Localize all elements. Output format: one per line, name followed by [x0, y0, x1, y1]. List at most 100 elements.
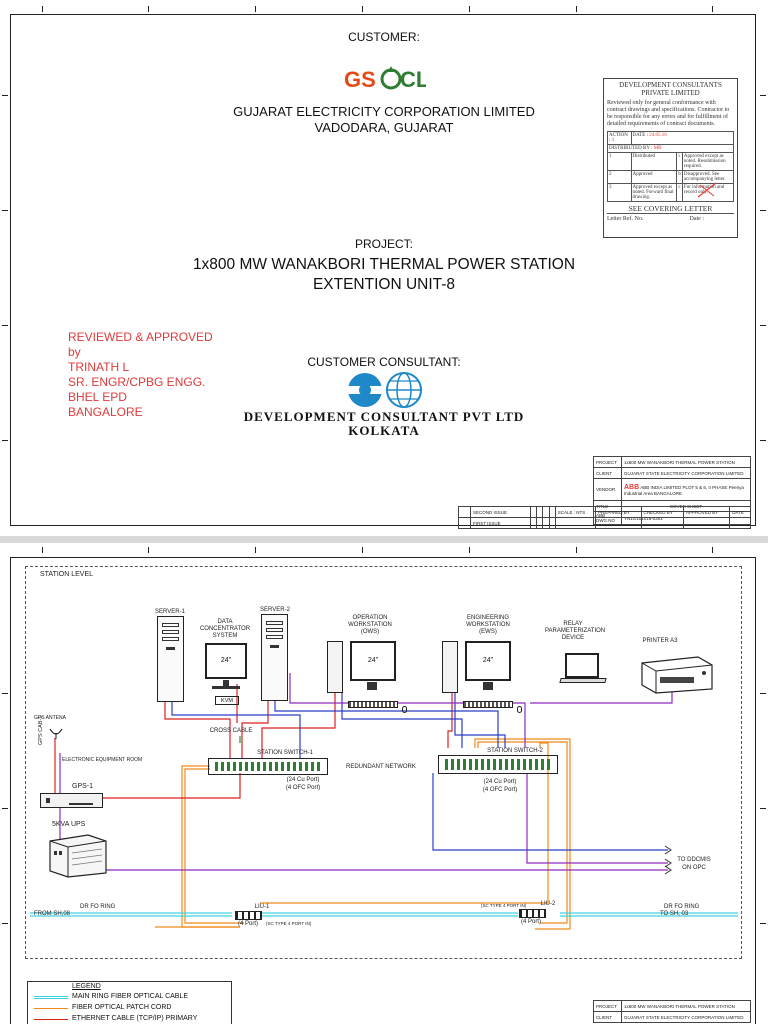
- rev-desc: FIRST ISSUE: [470, 517, 531, 529]
- stamp-table: ACTION : 3 DATE : 24.05.16 DISTRIBUTED B…: [607, 131, 735, 202]
- gps-antenna-icon: [48, 723, 64, 739]
- stamp-body: Reviewed only for general conformance wi…: [607, 100, 730, 127]
- vendor-address: ABB INDIA LIMITED PLOT 5 & 6, II PHASE P…: [624, 484, 744, 496]
- ows-monitor: 24": [350, 641, 396, 681]
- ews-stand: [483, 682, 493, 690]
- stamp-date-value: 24.05.16: [649, 133, 667, 138]
- review-line: SR. ENGR/CPBG ENGG.: [68, 375, 206, 389]
- gps-antenna-label: GPS ANTENA: [34, 715, 66, 721]
- review-block: REVIEWED & APPROVED by TRINATH L SR. ENG…: [68, 330, 213, 420]
- vendor-logo: ABB: [624, 483, 640, 491]
- on-opc-label: ON OPC: [682, 865, 706, 871]
- stamp-cell: Approved except as noted. Resubmission r…: [681, 152, 735, 171]
- ews-tower: [442, 641, 458, 693]
- laptop-screen: [565, 653, 599, 678]
- stamp-distributed-value: MB: [653, 146, 662, 151]
- ews-keyboard: [463, 701, 513, 708]
- rev-desc: SECOND ISSUE: [470, 506, 531, 518]
- tb-scale: SCALE : NTS: [554, 506, 597, 518]
- legend-title: LEGEND: [72, 983, 101, 990]
- monitor-stand: [223, 680, 229, 686]
- stamp-cell: Approved: [630, 170, 678, 184]
- network-sheet: STATION LEVEL: [0, 543, 768, 1024]
- tb-value: GUJARAT STATE ELECTRICITY CORPORATION LI…: [621, 467, 751, 479]
- dcpl-logo: [346, 371, 424, 409]
- switch-2-cu-port: (24 Cu Port): [483, 779, 517, 785]
- drawing-frame: [10, 14, 756, 526]
- ups-label: 5KVA UPS: [52, 821, 86, 828]
- dcs-monitor: 24": [205, 643, 247, 679]
- from-sh-label: FROM SH,08: [34, 911, 71, 917]
- tb-value: GUJARAT STATE ELECTRICITY CORPORATION LI…: [621, 1011, 751, 1023]
- tb-label: PROJECT: [593, 1000, 622, 1012]
- legend-item: MAIN RING FIBER OPTICAL CABLE: [72, 993, 189, 1000]
- cross-cable-label: CROSS CABLE: [209, 728, 253, 734]
- switch-1-label: STATION SWITCH-1: [257, 750, 313, 756]
- liu-2: [519, 909, 546, 918]
- stamp-cell: Approved except as noted. Forward final …: [630, 183, 678, 202]
- gsecl-logo: GS CL: [342, 58, 429, 98]
- ews-monitor: 24": [465, 641, 511, 681]
- ews-mouse-icon: [517, 706, 522, 713]
- approval-stamp: DEVELOPMENT CONSULTANTS PRIVATE LIMITED …: [603, 78, 738, 238]
- gps-1-device: [40, 793, 103, 808]
- server-2-label: SERVER-2: [260, 607, 290, 613]
- review-line: REVIEWED & APPROVED: [68, 330, 213, 344]
- stamp-distributed-label: DISTRIBUTED BY :: [609, 146, 653, 151]
- tb-checked: CHECKED BY: [640, 506, 685, 518]
- drawing-frame: [10, 557, 756, 1024]
- liu-2-ports: (4 Port): [520, 919, 541, 925]
- server-2: [261, 614, 288, 701]
- cover-sheet: CUSTOMER: GS CL GUJARAT ELECTRICITY CORP…: [0, 0, 768, 536]
- to-ddcmis-label: TO DDCMIS: [677, 857, 711, 863]
- tb-label: CLIENT: [593, 467, 622, 479]
- customer-city: VADODARA, GUJARAT: [314, 120, 454, 135]
- review-line: by: [68, 345, 81, 359]
- liu-2-label: LIU-2: [540, 901, 556, 907]
- legend-item: FIBER OPTICAL PATCH CORD: [72, 1004, 172, 1011]
- monitor-base: [212, 686, 240, 689]
- project-line-2: EXTENTION UNIT-8: [312, 276, 456, 293]
- stamp-subtitle: PRIVATE LIMITED: [641, 89, 700, 97]
- ows-label: OPERATION WORKSTATION (OWS): [348, 615, 392, 635]
- switch-1-ofc-port: (4 OFC Port): [285, 785, 321, 791]
- server-1: [157, 616, 184, 702]
- stamp-title: DEVELOPMENT CONSULTANTS: [619, 81, 722, 89]
- printer: [638, 649, 716, 694]
- tb-date: DATE: [729, 506, 751, 518]
- electronic-room-label: ELECTRONIC EQUIPMENT ROOM: [62, 757, 143, 763]
- printer-label: PRINTER A3: [642, 638, 678, 644]
- ews-label: ENGINEERING WORKSTATION (EWS): [466, 615, 510, 635]
- project-line-1: 1x800 MW WANAKBORI THERMAL POWER STATION: [192, 256, 576, 273]
- tb-value: 1x800 MW WANAKBORI THERMAL POWER STATION: [621, 1000, 751, 1012]
- ows-mouse-icon: [402, 706, 407, 713]
- dr-fo-ring-left-label: DR FO RING: [80, 904, 116, 910]
- tb-label: PROJECT: [593, 456, 622, 468]
- station-level-label: STATION LEVEL: [40, 571, 94, 578]
- server-1-label: SERVER-1: [155, 609, 185, 615]
- tb-prepared: PREPARED BY: [595, 506, 642, 518]
- station-switch-2: [438, 755, 558, 774]
- stamp-cell: 3: [607, 183, 632, 202]
- ows-tower: [327, 641, 343, 693]
- laptop-base: [559, 678, 607, 683]
- liu-1-ports: (4 Port): [237, 921, 258, 927]
- liu-2-sc-type: (SC TYPE 4 PORT IN): [481, 903, 527, 908]
- station-switch-1: [208, 758, 328, 775]
- ows-keyboard: [348, 701, 398, 708]
- legend: LEGEND MAIN RING FIBER OPTICAL CABLE FIB…: [27, 981, 232, 1024]
- stamp-check-mark-icon: [697, 182, 717, 198]
- consultant-city: KOLKATA: [348, 423, 420, 438]
- liu-1-label: LIU-1: [254, 904, 270, 910]
- stamp-date-label: DATE :: [632, 133, 648, 138]
- consultant-name: DEVELOPMENT CONSULTANT PVT LTD: [243, 409, 525, 424]
- to-sh-label: TO SH, 03: [660, 911, 689, 917]
- review-line: BHEL EPD: [68, 390, 127, 404]
- dcs-label: DATA CONCENTRATOR SYSTEM: [199, 619, 251, 639]
- gps-cab-label: GPS CAB-1: [38, 715, 44, 745]
- stamp-cell: Distributed: [630, 152, 678, 171]
- ows-stand: [367, 682, 377, 690]
- svg-text:GS: GS: [344, 67, 376, 92]
